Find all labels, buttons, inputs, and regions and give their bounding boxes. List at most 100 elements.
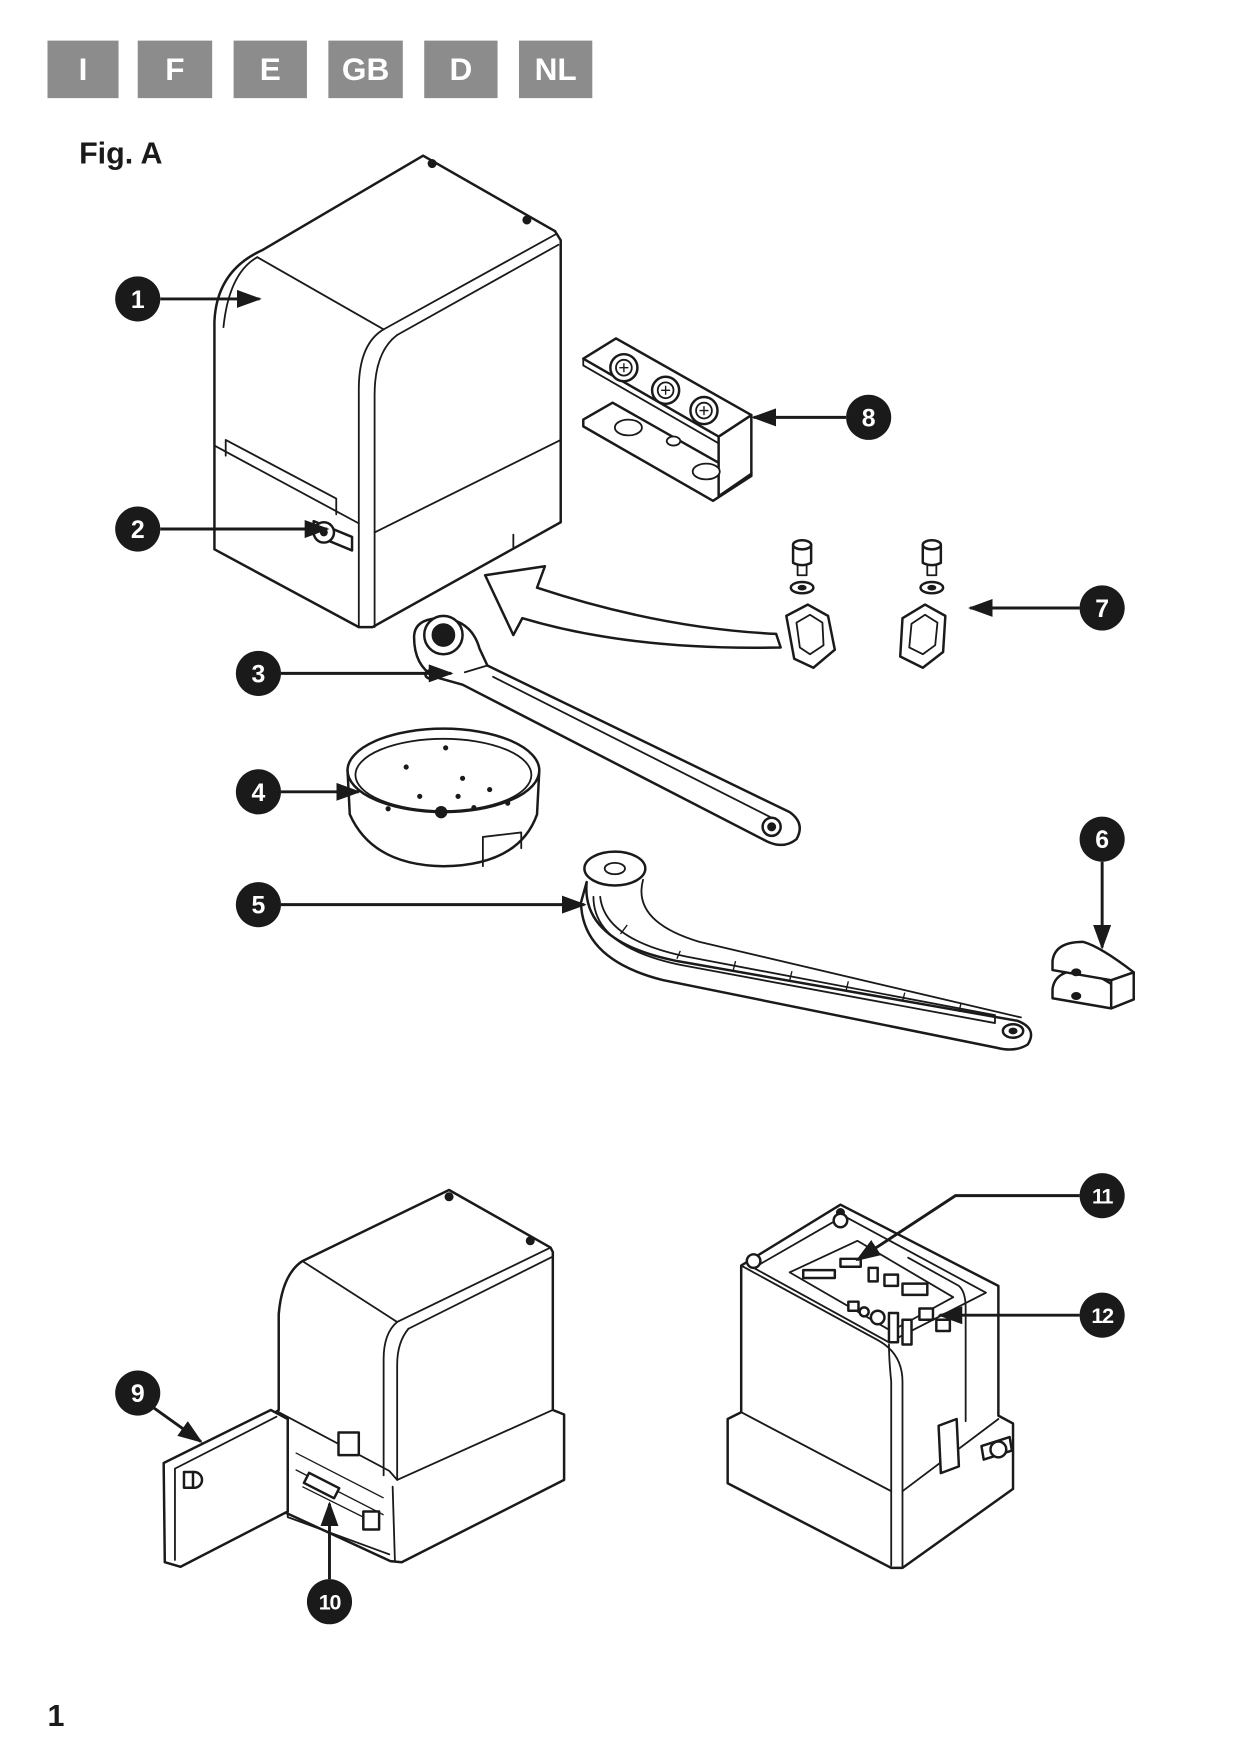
mounting-bracket-illustration [582, 337, 753, 503]
rounded-corner-bevel [888, 1343, 893, 1567]
motor-open-door-illustration [162, 1188, 566, 1568]
page-number: 1 [47, 1699, 64, 1733]
fitting-set-left [785, 539, 837, 670]
fitting-set-right [898, 539, 947, 670]
figure-title: Fig. A [79, 137, 162, 171]
screw-head-inner [695, 401, 713, 420]
callout-11: 11 [1079, 1173, 1125, 1219]
screw-head-inner [656, 381, 675, 400]
callout-number: 3 [252, 661, 266, 688]
slot-dividers [619, 924, 962, 1012]
control-board [788, 1239, 955, 1346]
hole [403, 764, 409, 770]
inner-rear-wall [907, 1256, 967, 1423]
bracket-screws [609, 352, 719, 426]
bracket-hole [1071, 968, 1082, 977]
callout-10: 10 [306, 1579, 353, 1625]
component [867, 1266, 879, 1283]
language-tab-d: D [424, 40, 498, 99]
component [847, 1300, 860, 1312]
door-inner-edge [174, 1415, 278, 1561]
callout-number: 5 [252, 893, 266, 920]
screw-cap-top [791, 539, 813, 551]
callout-badge [235, 650, 281, 696]
callout-8: 8 [846, 394, 892, 440]
tab-background [518, 40, 593, 99]
bracket-hole [665, 435, 682, 447]
top-right-edge [396, 1246, 552, 1323]
semicircular-bracket-illustration [1051, 940, 1135, 1010]
cross-slot-icon [699, 406, 709, 416]
component [901, 1282, 929, 1297]
bracket-hole [613, 418, 643, 437]
hub-hole [603, 861, 626, 876]
callout-number: 10 [319, 1591, 342, 1615]
cover-screw [522, 215, 532, 225]
hole [385, 806, 391, 812]
motor-body-outline [269, 1188, 566, 1564]
tab-background [137, 40, 213, 99]
curved-arm-body [579, 880, 1033, 1051]
tab-label: F [165, 51, 184, 87]
capacitor [869, 1309, 886, 1326]
lock-cylinder [989, 1440, 1008, 1459]
tab-background [47, 40, 119, 99]
top-front-edge [301, 1260, 399, 1323]
terminal-compartment [286, 1422, 391, 1556]
top-left-bevel [222, 256, 259, 329]
tab-background [424, 40, 498, 99]
motor-body-outline [726, 1203, 1015, 1570]
arm-neck [463, 664, 489, 674]
pivot-hole [1008, 1027, 1018, 1035]
door-latch [182, 1470, 195, 1490]
rounded-corner-bevel [396, 1327, 410, 1481]
front-base-band [213, 444, 360, 525]
bracket-hole [1071, 992, 1082, 1000]
cover-screw [427, 159, 437, 169]
callout-number: 12 [1091, 1304, 1114, 1328]
callout-badge [115, 1370, 161, 1416]
cross-slot-icon [661, 385, 671, 395]
callout-badge [235, 769, 281, 815]
top-right-edge [382, 233, 556, 331]
release-lock [980, 1435, 1014, 1461]
callout-5: 5 [235, 882, 281, 928]
rounded-corner-bevel [373, 334, 399, 629]
door-panel [162, 1408, 289, 1568]
screw-thread [926, 564, 938, 577]
access-door [162, 1408, 289, 1568]
rounded-corner-edge [357, 328, 385, 629]
base-band [277, 1409, 554, 1481]
tab-label: D [449, 51, 472, 87]
fitting-block [785, 603, 837, 670]
hole [487, 786, 493, 793]
motor-unit-illustration [213, 154, 562, 629]
fitting-block [898, 603, 947, 670]
callout-9: 9 [115, 1370, 161, 1416]
capacitor [887, 1311, 900, 1344]
internal-part [337, 1431, 361, 1457]
callout-1: 1 [115, 276, 161, 322]
callout-number: 2 [131, 517, 145, 544]
callout-number: 7 [1095, 596, 1109, 623]
tab-label: E [260, 51, 281, 87]
callout-badge [1079, 1173, 1125, 1219]
hole [459, 775, 466, 781]
language-tab-gb: GB [328, 40, 403, 99]
corner-post [745, 1253, 762, 1270]
screw-thread [796, 564, 808, 577]
callout-number: 4 [252, 780, 266, 807]
tab-label: GB [342, 51, 389, 87]
callout-4: 4 [235, 769, 281, 815]
rounded-corner-edge [740, 1264, 904, 1569]
screw-head-inner [615, 358, 633, 377]
capacitor [858, 1306, 870, 1318]
language-tab-nl: NL [518, 40, 593, 99]
callout-2: 2 [115, 506, 161, 552]
language-tab-i: I [47, 40, 119, 99]
release-latch [937, 1417, 961, 1475]
washer-hole [927, 584, 937, 591]
component [883, 1273, 900, 1288]
hole [455, 793, 461, 799]
